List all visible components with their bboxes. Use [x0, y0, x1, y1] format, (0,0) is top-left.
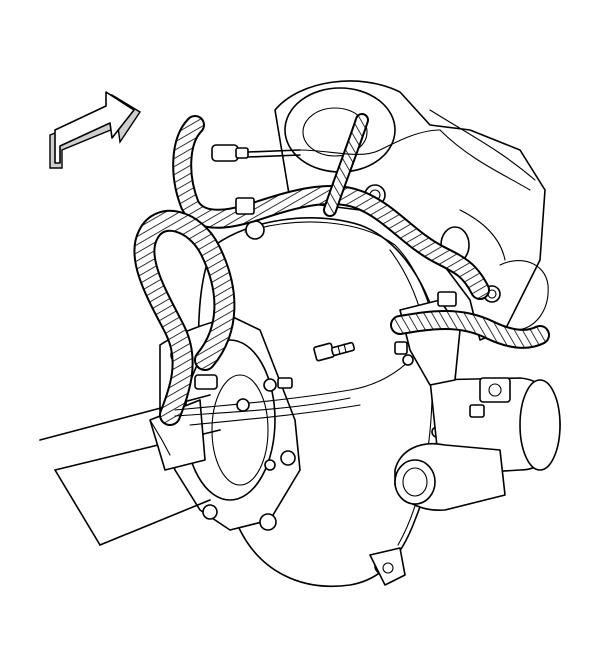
harness-leads: [174, 354, 414, 426]
arrow-right-up-icon: [49, 91, 141, 169]
housing-bolt: [313, 341, 356, 362]
wiring-harness-left: [133, 209, 236, 426]
harness-connector-top: [211, 129, 441, 162]
wiring-harness-upper: [172, 115, 490, 300]
starter-motor: [394, 377, 561, 511]
wiring-harness-vertical: [323, 113, 369, 217]
wiring-harness-right-branch: [390, 310, 550, 349]
harness-clips: [235, 197, 457, 355]
